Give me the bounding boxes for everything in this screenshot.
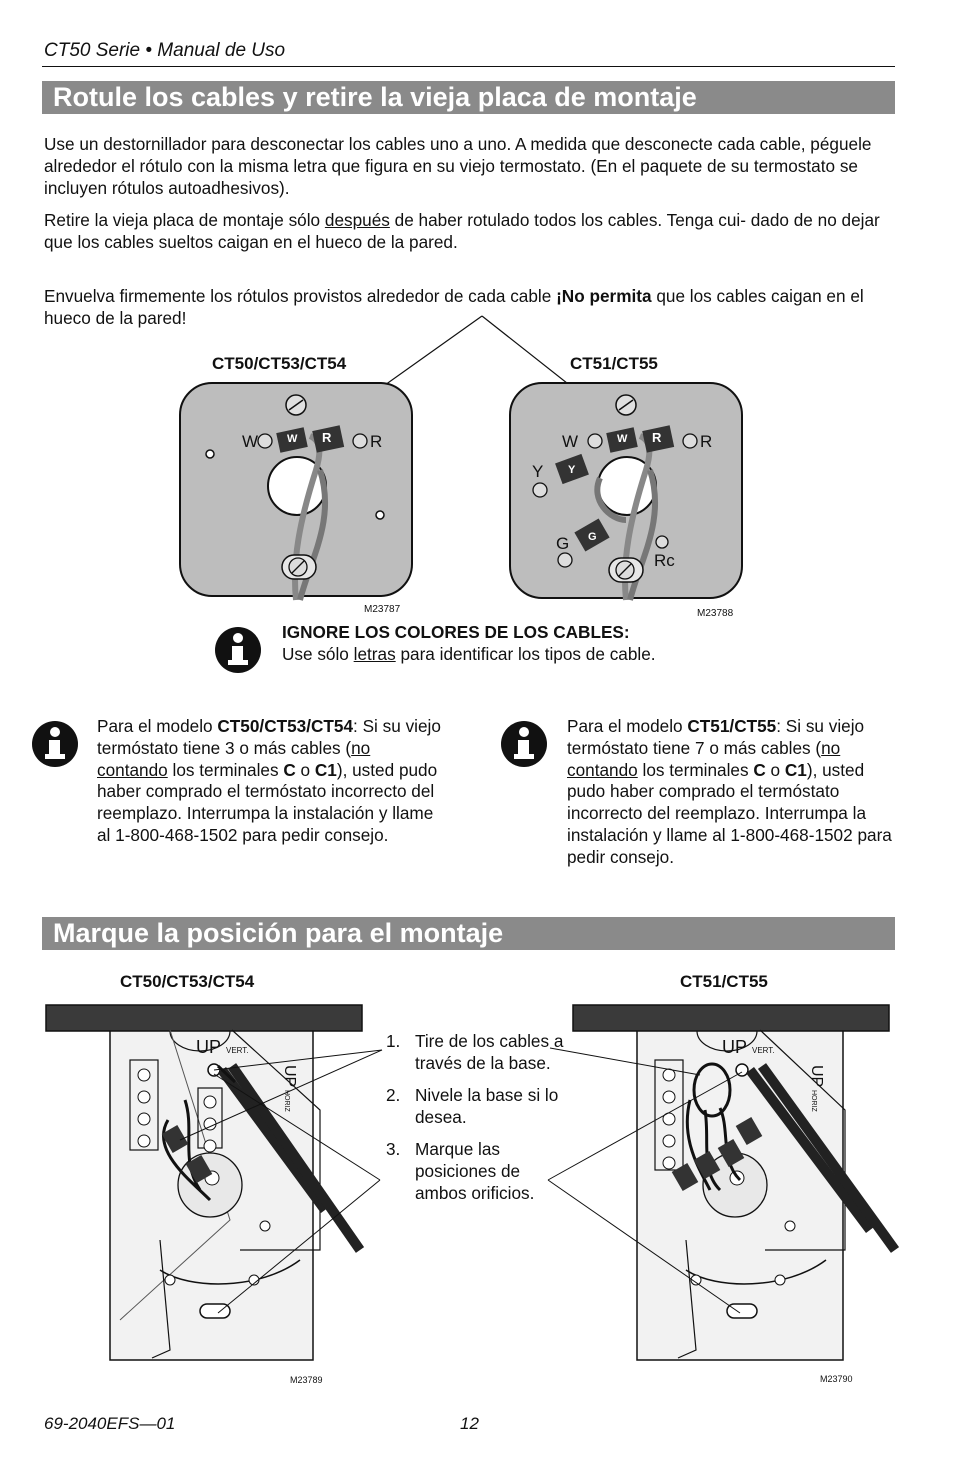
wire-tag-g: G — [588, 531, 597, 543]
vert-marking: VERT. — [752, 1046, 775, 1055]
horiz-marking: HORIZ — [810, 1090, 817, 1113]
figure-code-m23789: M23789 — [290, 1375, 323, 1385]
callout-line — [213, 1073, 381, 1181]
section-title-mark-position: Marque la posición para el montaje — [42, 917, 895, 950]
callout-line — [179, 1049, 383, 1141]
ignore-colors-note: IGNORE LOS COLORES DE LOS CABLES: Use só… — [282, 622, 656, 664]
up-horiz-marking: UP — [808, 1065, 825, 1087]
info-icon — [501, 721, 547, 767]
wire-tag-y: Y — [568, 464, 576, 476]
terminal-g: G — [556, 534, 569, 553]
up-vert-marking: UP — [722, 1037, 747, 1057]
wire-tag-w: W — [287, 433, 298, 445]
section-title-label-wires: Rotule los cables y retire la vieja plac… — [42, 81, 895, 114]
figure-label-ct51: CT51/CT55 — [570, 354, 658, 373]
terminal-w-left: W — [242, 432, 258, 451]
paragraph-remove-plate: Retire la vieja placa de montaje sólo de… — [44, 210, 880, 252]
note-ct51-models: Para el modelo CT51/CT55: Si su viejo te… — [567, 716, 892, 867]
paragraph-disconnect-wires: Use un destornillador para desconectar l… — [44, 134, 872, 198]
terminal-rc: Rc — [654, 551, 675, 570]
figure-code-m23787: M23787 — [364, 604, 401, 615]
figure-label-ct50-base: CT50/CT53/CT54 — [120, 972, 255, 991]
step-item: 3. Marque las posiciones de ambos orific… — [386, 1139, 535, 1203]
thermostat-base-ct50 — [45, 1004, 365, 1361]
terminal-y: Y — [532, 462, 543, 481]
terminal-r-left: R — [370, 432, 382, 451]
callout-line — [547, 1071, 743, 1181]
vert-marking: VERT. — [226, 1046, 249, 1055]
wall-plate-ct50 — [179, 382, 413, 601]
callout-line — [549, 1047, 701, 1076]
document-header: CT50 Serie • Manual de Uso — [44, 40, 286, 61]
page-number: 12 — [460, 1414, 479, 1433]
wire-tag-r: R — [652, 430, 662, 445]
wall-plate-ct51 — [509, 382, 743, 601]
figure-label-ct51-base: CT51/CT55 — [680, 972, 768, 991]
mounting-steps: 1. Tire de los cables a través de la bas… — [386, 1030, 576, 1214]
figure-code-m23790: M23790 — [820, 1374, 853, 1384]
header-divider — [42, 66, 895, 67]
terminal-w-right: W — [562, 432, 578, 451]
paragraph-wrap-labels: Envuelva firmemente los rótulos provisto… — [44, 286, 864, 328]
step-item: 2. Nivele la base si lo desea. — [386, 1085, 559, 1127]
info-icon — [215, 627, 261, 673]
wire-label-figures: W R W R M23787 W R Y G Rc W R Y G M23788 — [179, 315, 743, 619]
up-vert-marking: UP — [196, 1037, 221, 1057]
callout-line — [213, 1049, 383, 1071]
wire-tag-r: R — [322, 430, 332, 445]
info-icon — [32, 721, 78, 767]
figure-label-ct50: CT50/CT53/CT54 — [212, 354, 347, 373]
terminal-r-right: R — [700, 432, 712, 451]
horiz-marking: HORIZ — [283, 1090, 290, 1113]
thermostat-base-ct51 — [572, 1004, 900, 1361]
up-horiz-marking: UP — [281, 1065, 298, 1087]
wire-tag-w: W — [617, 433, 628, 445]
note-ct50-models: Para el modelo CT50/CT53/CT54: Si su vie… — [97, 716, 441, 845]
step-item: 1. Tire de los cables a través de la bas… — [386, 1031, 564, 1073]
mounting-base-figures: UP VERT. UP HORIZ M23789 UP VERT. — [45, 1004, 900, 1385]
figure-code-m23788: M23788 — [697, 608, 734, 619]
callout-line — [547, 1179, 741, 1314]
callout-line — [217, 1179, 381, 1314]
document-number: 69-2040EFS—01 — [44, 1414, 176, 1433]
